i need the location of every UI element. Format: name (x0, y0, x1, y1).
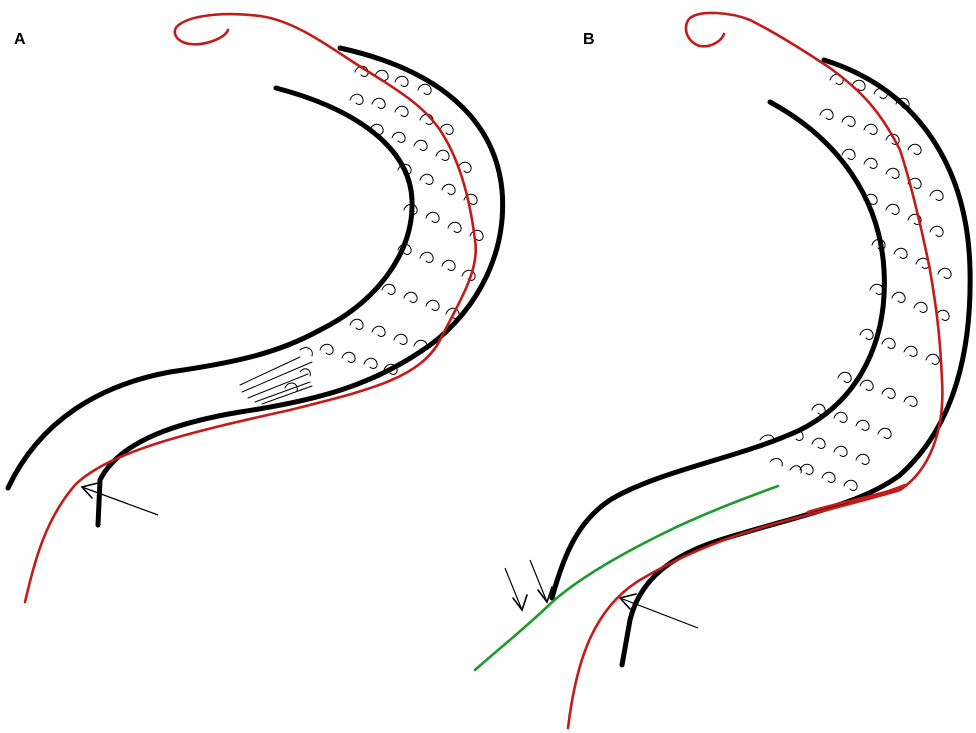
panel-a-label: A (14, 31, 26, 48)
panel-a-arrow (80, 482, 159, 516)
panel-b-arrow (618, 593, 699, 629)
panel-b-stent-mesh (759, 73, 952, 491)
panel-b-vessel-inner-wall (549, 99, 887, 601)
panel-a-vessel-outer-wall (95, 45, 506, 528)
panel-b-label: B (583, 31, 595, 48)
panel-a: A (5, 12, 506, 604)
panel-a-red-guidewire (23, 12, 478, 604)
panel-b: B (473, 11, 973, 730)
panel-a-vessel-inner-wall (5, 85, 415, 491)
panel-b-red-guidewire-inner (806, 483, 907, 514)
panel-b-double-arrow (504, 559, 553, 612)
panel-b-green-guidewire (473, 484, 780, 672)
panel-b-red-guidewire (566, 11, 944, 730)
panel-b-vessel-outer-wall (619, 57, 973, 668)
panel-a-stent-mesh (239, 65, 484, 405)
